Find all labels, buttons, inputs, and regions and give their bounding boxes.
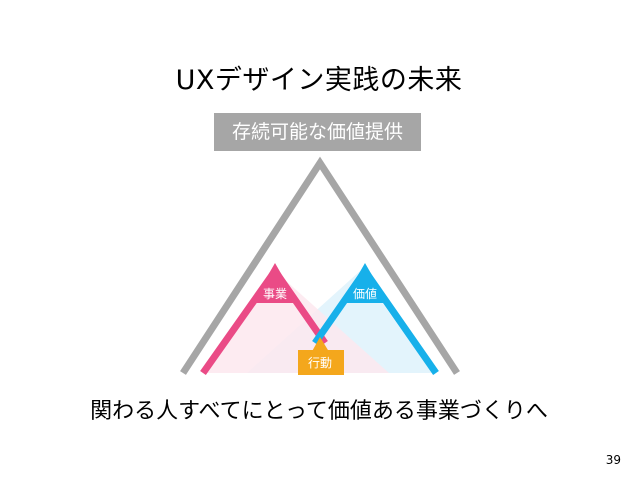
slide-title: UXデザイン実践の未来 bbox=[175, 65, 463, 96]
action-base bbox=[298, 350, 344, 375]
business-peak bbox=[252, 263, 298, 303]
goal-box: 存続可能な価値提供 bbox=[214, 113, 421, 151]
business-triangle-fill bbox=[203, 271, 389, 373]
action-label: 行動 bbox=[308, 356, 332, 370]
business-label: 事業 bbox=[263, 287, 287, 301]
slide-caption: 関わる人すべてにとって価値ある事業づくりへ bbox=[90, 399, 548, 424]
page-number: 39 bbox=[605, 453, 621, 467]
outer-mountain bbox=[180, 156, 460, 375]
value-label: 価値 bbox=[353, 286, 377, 301]
value-peak bbox=[342, 263, 388, 303]
